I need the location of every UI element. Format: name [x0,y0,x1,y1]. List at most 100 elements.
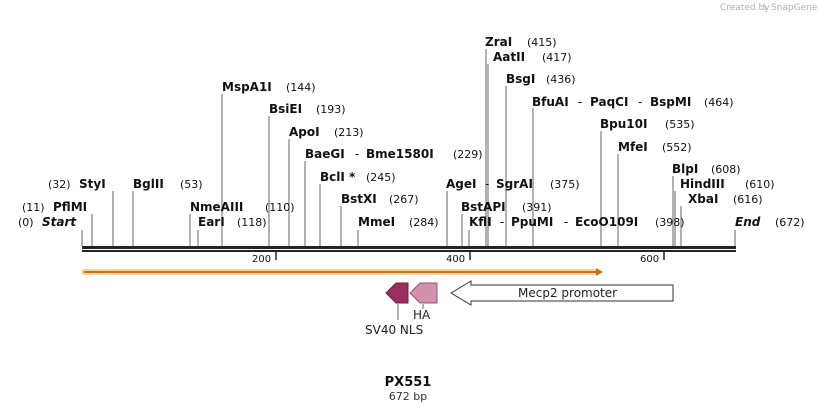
ha-label: HA [413,308,431,322]
site-xbai: XbaI (616) [688,192,763,206]
site-bstapi: BstAPI (391) [461,200,552,214]
site-eari: EarI (118) [198,215,267,229]
site-bfuai: BfuAI - PaqCI - BspMI (464) [532,95,734,109]
site-name: MspA1I [222,80,272,94]
site-pos: (245) [366,171,396,184]
site-name-2: Bme1580I [366,147,434,161]
site-end: End (672) [735,215,805,229]
site-name: KflI [469,215,492,229]
site-name-2: PpuMI [511,215,553,229]
site-name: BsiEI [269,102,302,116]
site-name: End [735,215,761,229]
site-bglii: BglII (53) [133,177,203,191]
site-name-3: EcoO109I [575,215,638,229]
orf-arrow [81,268,603,276]
watermark-app: SnapGene [771,3,818,13]
site-pos: (398) [655,216,685,229]
ruler-line-bottom [82,250,736,252]
site-name: BaeGI [305,147,345,161]
site-pos: (144) [286,81,316,94]
ruler-tick-600: 600 [640,252,665,265]
snapgene-watermark: Created by ʖ SnapGene [720,3,818,13]
site-pos: (610) [745,178,775,191]
site-sep: - [485,177,489,191]
watermark-created-by: Created by [720,3,770,13]
site-name: Start [42,215,77,229]
site-name: BlpI [672,162,698,176]
sequence-ruler: 200 400 600 [82,246,736,265]
plasmid-title-block: PX551 672 bp [385,375,432,403]
restriction-site-labels: (0) Start (11) PflMI (32) StyI BglII (53… [18,35,805,229]
site-name: ZraI [485,35,512,49]
sv40-nls-label: SV40 NLS [365,323,423,337]
feature-mecp2-promoter: Mecp2 promoter [450,280,674,306]
site-name-3: BspMI [650,95,691,109]
site-nmeaiii: NmeAIII (110) [190,200,295,214]
site-name: BstXI [341,192,377,206]
site-pos: (535) [665,118,695,131]
site-bsgi: BsgI (436) [506,72,576,86]
site-sep: - [500,215,504,229]
site-name: XbaI [688,192,718,206]
site-name: StyI [79,177,106,191]
mecp2-promoter-label: Mecp2 promoter [518,286,617,300]
feature-ha: HA [409,282,438,322]
site-hindiii: HindIII (610) [680,177,775,191]
site-name: BstAPI [461,200,506,214]
site-pos: (375) [550,178,580,191]
ruler-tick-label: 400 [446,254,465,265]
site-mfei: MfeI (552) [618,140,692,154]
site-name: BclI * [320,170,356,184]
site-leader-lines [81,49,736,246]
site-pos: (616) [733,193,763,206]
plasmid-name: PX551 [385,375,432,390]
site-pos: (608) [711,163,741,176]
site-name: BfuAI [532,95,569,109]
site-pos: (32) [48,178,71,191]
site-bcli: BclI * (245) [320,170,396,184]
site-baegi: BaeGI - Bme1580I (229) [305,147,483,161]
site-kfli: KflI - PpuMI - EcoO109I (398) [469,215,685,229]
site-pflmi: (11) PflMI [22,200,87,214]
site-styi: (32) StyI [48,177,106,191]
site-name-2: SgrAI [496,177,533,191]
site-name: HindIII [680,177,725,191]
ruler-tick-200: 200 [252,252,277,265]
site-pos: (436) [546,73,576,86]
site-mmei: MmeI (284) [358,215,439,229]
ruler-line-top [82,246,736,249]
site-pos: (110) [265,201,295,214]
site-name: PflMI [53,200,87,214]
ruler-tick-label: 200 [252,254,271,265]
site-pos: (118) [237,216,267,229]
mecp2-promoter-arrow [450,280,674,306]
site-sep-2: - [564,215,568,229]
site-pos: (552) [662,141,692,154]
site-pos: (11) [22,201,45,214]
ruler-tick-400: 400 [446,252,471,265]
site-name: ApoI [289,125,320,139]
site-name-2: PaqCI [590,95,628,109]
site-pos: (464) [704,96,734,109]
site-pos: (391) [522,201,552,214]
sv40-nls-arrow [385,282,409,304]
site-pos: (417) [542,51,572,64]
site-aatii: AatII (417) [493,50,572,64]
site-name: BsgI [506,72,535,86]
site-zrai: ZraI (415) [485,35,557,49]
site-name: EarI [198,215,225,229]
site-pos: (267) [389,193,419,206]
site-pos: (0) [18,216,34,229]
site-name: MmeI [358,215,395,229]
site-pos: (53) [180,178,203,191]
site-agei: AgeI - SgrAI (375) [446,177,580,191]
site-sep: - [578,95,582,109]
site-bsiei: BsiEI (193) [269,102,346,116]
site-pos: (672) [775,216,805,229]
site-bstxi: BstXI (267) [341,192,419,206]
site-start: (0) Start [18,215,77,229]
site-sep: - [355,147,359,161]
site-pos: (213) [334,126,364,139]
site-name: BglII [133,177,164,191]
